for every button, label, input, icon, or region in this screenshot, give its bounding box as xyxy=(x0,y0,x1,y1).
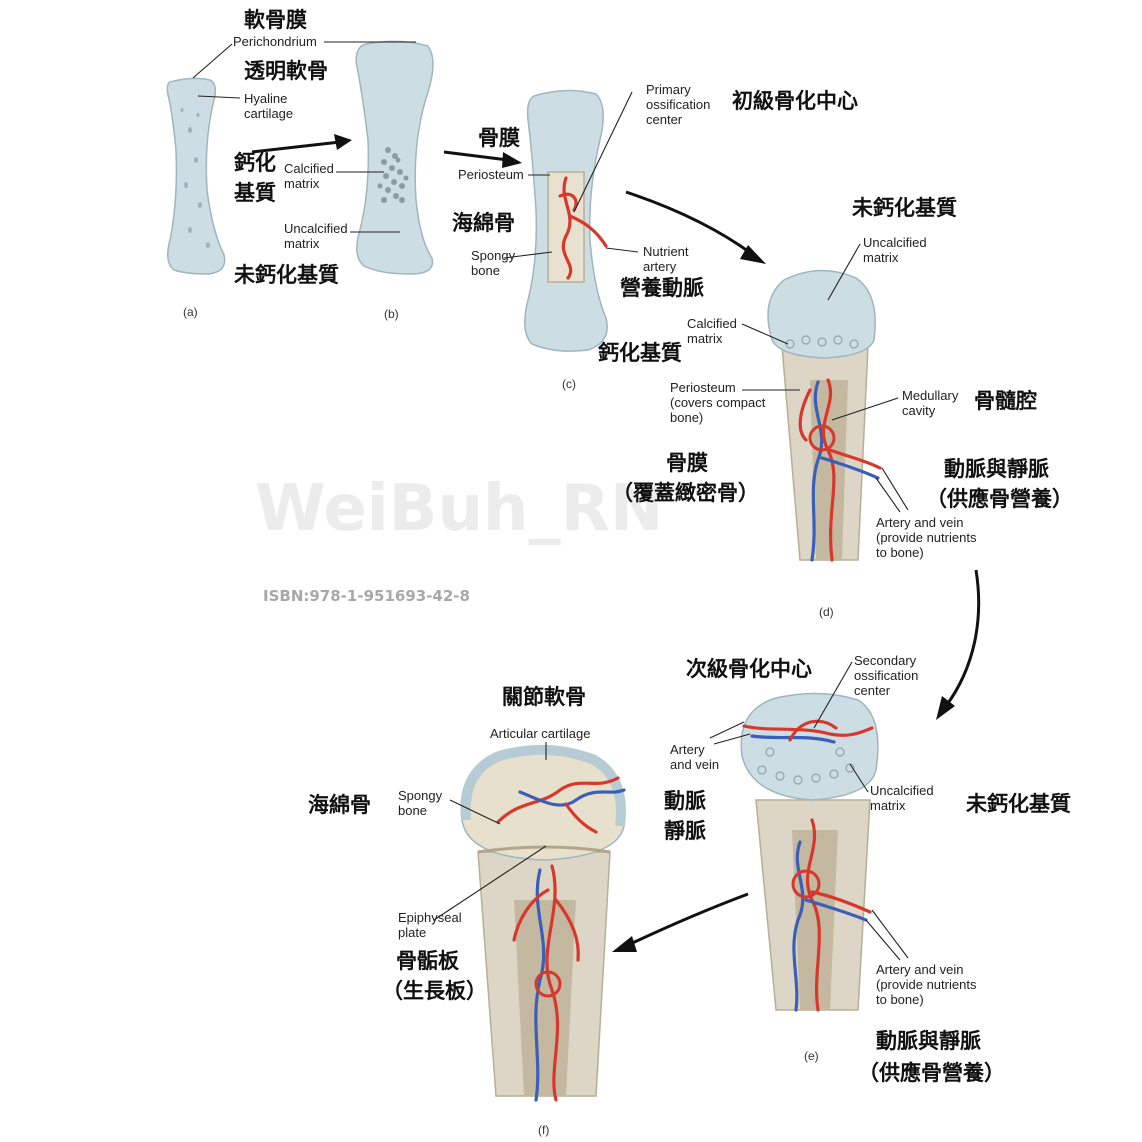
label-artery-vein-e1: Artery and vein xyxy=(876,962,963,977)
caption-d: (d) xyxy=(819,605,834,619)
label-calcified-d1: Calcified xyxy=(687,316,737,331)
label-nutrient-2: artery xyxy=(643,259,677,274)
bone-collar-c xyxy=(548,172,584,282)
label-articular: Articular cartilage xyxy=(490,726,590,741)
arrowhead-e-f xyxy=(612,936,637,952)
label-zh-epiphyseal-2: （生長板） xyxy=(382,979,487,1003)
label-primary-3: center xyxy=(646,112,683,127)
label-zh-periosteum-d2: （覆蓋緻密骨） xyxy=(612,481,759,505)
label-zh-spongy-c: 海綿骨 xyxy=(452,211,515,235)
label-artery-vein-e-top1: Artery xyxy=(670,742,705,757)
arrowhead-a-b xyxy=(334,134,352,150)
caption-a: (a) xyxy=(183,305,198,319)
panel-d: 未鈣化基質 Uncalcified matrix Calcified matri… xyxy=(612,196,1073,619)
cartilage-head-d xyxy=(768,270,875,358)
caption-f: (f) xyxy=(538,1123,549,1137)
label-secondary-2: ossification xyxy=(854,668,918,683)
label-zh-spongy-f: 海綿骨 xyxy=(308,793,371,817)
label-zh-artery-vein-d2: （供應骨營養） xyxy=(926,487,1073,511)
label-calcified-b1: Calcified xyxy=(284,161,334,176)
label-zh-articular: 關節軟骨 xyxy=(502,685,586,709)
label-artery-vein-e2: (provide nutrients xyxy=(876,977,977,992)
label-periosteum-d2: (covers compact xyxy=(670,395,766,410)
label-zh-artery-e: 動脈 xyxy=(664,789,706,813)
label-zh-uncalcified-e: 未鈣化基質 xyxy=(966,792,1071,816)
label-zh-artery-vein-e2: （供應骨營養） xyxy=(858,1061,1005,1085)
label-calcified-d2: matrix xyxy=(687,331,723,346)
label-secondary-1: Secondary xyxy=(854,653,917,668)
label-artery-vein-d2: (provide nutrients xyxy=(876,530,977,545)
label-medullary-2: cavity xyxy=(902,403,936,418)
label-epiphyseal-2: plate xyxy=(398,925,426,940)
label-zh-calcified-b2: 基質 xyxy=(234,181,276,205)
label-artery-vein-e-top2: and vein xyxy=(670,757,719,772)
arrow-d-e xyxy=(946,570,979,706)
label-perichondrium: Perichondrium xyxy=(233,34,317,49)
label-zh-uncalcified-d: 未鈣化基質 xyxy=(852,196,957,220)
label-spongy-c1: Spongy xyxy=(471,248,516,263)
arrow-b-c xyxy=(444,152,508,160)
label-medullary-1: Medullary xyxy=(902,388,959,403)
label-secondary-3: center xyxy=(854,683,891,698)
label-zh-perichondrium: 軟骨膜 xyxy=(244,8,307,32)
arrowhead-b-c xyxy=(502,152,522,168)
label-zh-periosteum-c: 骨膜 xyxy=(478,126,520,150)
label-calcified-b2: matrix xyxy=(284,176,320,191)
caption-b: (b) xyxy=(384,307,399,321)
label-spongy-f1: Spongy xyxy=(398,788,443,803)
label-zh-primary: 初級骨化中心 xyxy=(732,89,858,113)
label-nutrient-1: Nutrient xyxy=(643,244,689,259)
label-periosteum-d1: Periosteum xyxy=(670,380,736,395)
label-primary-2: ossification xyxy=(646,97,710,112)
label-artery-vein-e3: to bone) xyxy=(876,992,924,1007)
label-hyaline-2: cartilage xyxy=(244,106,293,121)
panel-b: 鈣化 基質 Calcified matrix Uncalcified matri… xyxy=(234,41,433,321)
label-uncalcified-e2: matrix xyxy=(870,798,906,813)
label-uncalcified-d2: matrix xyxy=(863,250,899,265)
label-epiphyseal-1: Epiphyseal xyxy=(398,910,462,925)
label-uncalcified-d1: Uncalcified xyxy=(863,235,927,250)
isbn-text: ISBN:978-1-951693-42-8 xyxy=(263,587,470,605)
cartilage-head-e xyxy=(741,693,878,800)
label-uncalcified-b2: matrix xyxy=(284,236,320,251)
label-zh-vein-e: 靜脈 xyxy=(664,819,706,843)
arrow-e-f xyxy=(626,894,748,946)
label-spongy-f2: bone xyxy=(398,803,427,818)
label-hyaline-1: Hyaline xyxy=(244,91,287,106)
caption-e: (e) xyxy=(804,1049,819,1063)
label-periosteum-c: Periosteum xyxy=(458,167,524,182)
label-zh-epiphyseal-1: 骨骺板 xyxy=(396,949,460,973)
label-zh-artery-vein-e1: 動脈與靜脈 xyxy=(876,1029,981,1053)
label-zh-artery-vein-d1: 動脈與靜脈 xyxy=(944,457,1049,481)
medullary-cavity-f xyxy=(514,900,576,1096)
watermark: WeiBuh_RN xyxy=(255,472,663,546)
label-periosteum-d3: bone) xyxy=(670,410,703,425)
label-uncalcified-b1: Uncalcified xyxy=(284,221,348,236)
label-zh-calcified-b1: 鈣化 xyxy=(234,151,276,175)
panel-f: 關節軟骨 Articular cartilage 海綿骨 Spongy bone… xyxy=(308,685,625,1137)
panel-e: 次級骨化中心 Secondary ossification center Art… xyxy=(664,653,1071,1085)
label-spongy-c2: bone xyxy=(471,263,500,278)
label-zh-hyaline: 透明軟骨 xyxy=(244,59,328,83)
label-zh-calcified-c: 鈣化基質 xyxy=(598,341,682,365)
cartilage-model-a xyxy=(167,78,224,274)
label-zh-nutrient: 營養動脈 xyxy=(620,276,704,300)
label-zh-periosteum-d1: 骨膜 xyxy=(666,451,708,475)
label-uncalcified-e1: Uncalcified xyxy=(870,783,934,798)
label-zh-secondary: 次級骨化中心 xyxy=(686,657,812,681)
label-primary-1: Primary xyxy=(646,82,691,97)
label-zh-uncalcified-b: 未鈣化基質 xyxy=(234,263,339,287)
label-artery-vein-d3: to bone) xyxy=(876,545,924,560)
label-artery-vein-d1: Artery and vein xyxy=(876,515,963,530)
label-zh-medullary: 骨髓腔 xyxy=(974,389,1037,413)
caption-c: (c) xyxy=(562,377,576,391)
